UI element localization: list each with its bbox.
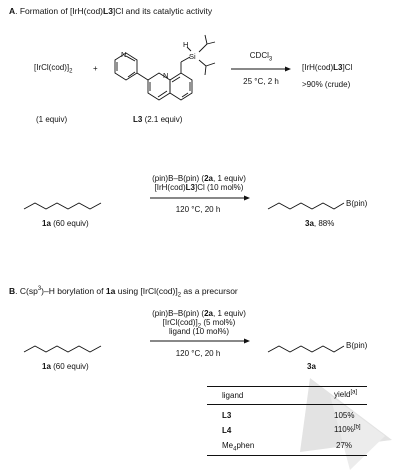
quinoline-n-atom: N xyxy=(163,71,169,80)
table-row-ligand: Me4phen xyxy=(222,441,255,453)
product-irh-cod-l3: [IrH(cod)L3]Cl xyxy=(302,63,353,72)
table-row-ligand: L4 xyxy=(222,426,232,435)
section-b-title: B. C(sp3)–H borylation of 1a using [IrCl… xyxy=(9,286,238,299)
si-h-atom: H xyxy=(183,40,189,49)
table-row-yield: 105% xyxy=(334,411,355,420)
ligand-caption: L3 (2.1 equiv) xyxy=(133,115,183,124)
product-caption: 3a, 88% xyxy=(305,219,335,228)
rxn3-temp: 120 °C, 20 h xyxy=(175,349,221,358)
rxn2-reagent-line1: (pin)B–B(pin) (2a, 1 equiv) xyxy=(152,174,246,183)
table-row-yield: 110%[b] xyxy=(334,424,361,434)
rxn2-catalyst-line2: [IrH(cod)L3]Cl (10 mol%) xyxy=(154,183,244,192)
product-bpin-group-b: B(pin) xyxy=(346,341,368,350)
substrate-caption-b: 1a (60 equiv) xyxy=(42,362,89,371)
rxn1-solvent: CDCl3 xyxy=(249,51,273,63)
rxn3-reagent-line1: (pin)B–B(pin) (2a, 1 equiv) xyxy=(152,309,246,318)
rxn3-catalyst-line2: [IrCl(cod)]2 (5 mol%) xyxy=(162,318,236,330)
section-a-letter: A xyxy=(9,6,16,16)
table-row-yield: 27% xyxy=(336,441,353,450)
pyridine-n-atom: N xyxy=(121,50,127,59)
table-header-ligand: ligand xyxy=(222,391,244,400)
product-caption-b: 3a xyxy=(307,362,316,371)
si-atom: Si xyxy=(189,52,196,61)
section-b-letter: B xyxy=(9,286,16,296)
rxn3-ligand-line3: ligand (10 mol%) xyxy=(168,327,230,336)
section-a-title: A. Formation of [IrH(cod)L3]Cl and its c… xyxy=(9,6,213,16)
plus-sign: + xyxy=(93,64,98,73)
reagent-equiv: (1 equiv) xyxy=(36,115,68,124)
product-yield: >90% (crude) xyxy=(302,80,351,89)
substrate-caption: 1a (60 equiv) xyxy=(42,219,89,228)
reagent-ircl-cod: [IrCl(cod)]2 xyxy=(34,63,73,75)
rxn1-temp: 25 °C, 2 h xyxy=(243,77,279,86)
table-bottom-rule xyxy=(207,455,367,456)
rxn2-temp: 120 °C, 20 h xyxy=(175,205,221,214)
table-top-rule xyxy=(207,386,367,387)
table-header-rule xyxy=(207,404,367,405)
product-bpin-group: B(pin) xyxy=(346,199,368,208)
table-row-ligand: L3 xyxy=(222,411,232,420)
table-header-yield: yield[a] xyxy=(334,389,358,399)
